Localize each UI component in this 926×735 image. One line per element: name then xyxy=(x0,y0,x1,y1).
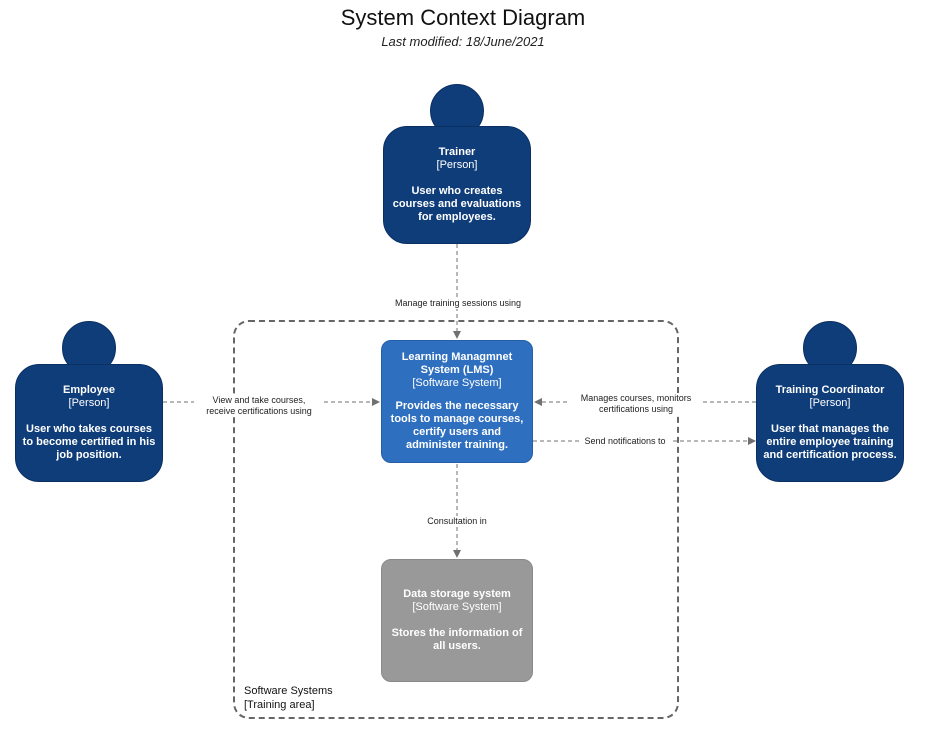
edge-label-employee-lms-line2: receive certifications using xyxy=(206,406,312,416)
employee-description: User who takes courses to become certifi… xyxy=(22,423,156,461)
edge-label-lms-storage: Consultation in xyxy=(417,516,497,527)
edge-label-employee-lms-line1: View and take courses, xyxy=(212,395,306,405)
boundary-type: [Training area] xyxy=(244,699,315,711)
trainer-name: Trainer xyxy=(438,146,476,158)
coordinator-person[interactable]: Training Coordinator [Person] User that … xyxy=(756,364,904,482)
lms-description: Provides the necessary tools to manage c… xyxy=(390,400,524,451)
lms-system[interactable]: Learning Managmnet System (LMS) [Softwar… xyxy=(381,340,533,463)
software-systems-boundary xyxy=(233,320,679,719)
edge-label-coordinator-lms-line1: Manages courses, monitors xyxy=(580,393,692,403)
employee-name: Employee xyxy=(63,384,115,396)
coordinator-type: [Person] xyxy=(809,397,851,409)
trainer-description: User who creates courses and evaluations… xyxy=(392,185,522,223)
boundary-name: Software Systems xyxy=(244,685,333,697)
diagram-title: System Context Diagram xyxy=(340,5,586,30)
trainer-person[interactable]: Trainer [Person] User who creates course… xyxy=(383,126,531,244)
coordinator-name: Training Coordinator xyxy=(775,384,885,396)
boundary-label: Software Systems [Training area] xyxy=(244,684,333,712)
storage-description: Stores the information of all users. xyxy=(391,627,523,652)
storage-type: [Software System] xyxy=(412,601,502,613)
edge-label-lms-coordinator: Send notifications to xyxy=(580,436,670,447)
employee-type: [Person] xyxy=(68,397,110,409)
coordinator-description: User that manages the entire employee tr… xyxy=(763,423,897,461)
storage-name: Data storage system xyxy=(403,588,511,600)
lms-type: [Software System] xyxy=(412,377,502,389)
trainer-type: [Person] xyxy=(436,159,478,171)
edge-label-coordinator-lms: Manages courses, monitors certifications… xyxy=(570,393,702,415)
lms-name: Learning Managmnet System (LMS) xyxy=(401,351,513,376)
edge-label-trainer-lms: Manage training sessions using xyxy=(384,298,532,309)
edge-label-coordinator-lms-line2: certifications using xyxy=(598,404,674,414)
diagram-subtitle: Last modified: 18/June/2021 xyxy=(381,34,545,49)
employee-person[interactable]: Employee [Person] User who takes courses… xyxy=(15,364,163,482)
edge-label-employee-lms: View and take courses, receive certifica… xyxy=(194,395,324,417)
data-storage-system[interactable]: Data storage system [Software System] St… xyxy=(381,559,533,682)
